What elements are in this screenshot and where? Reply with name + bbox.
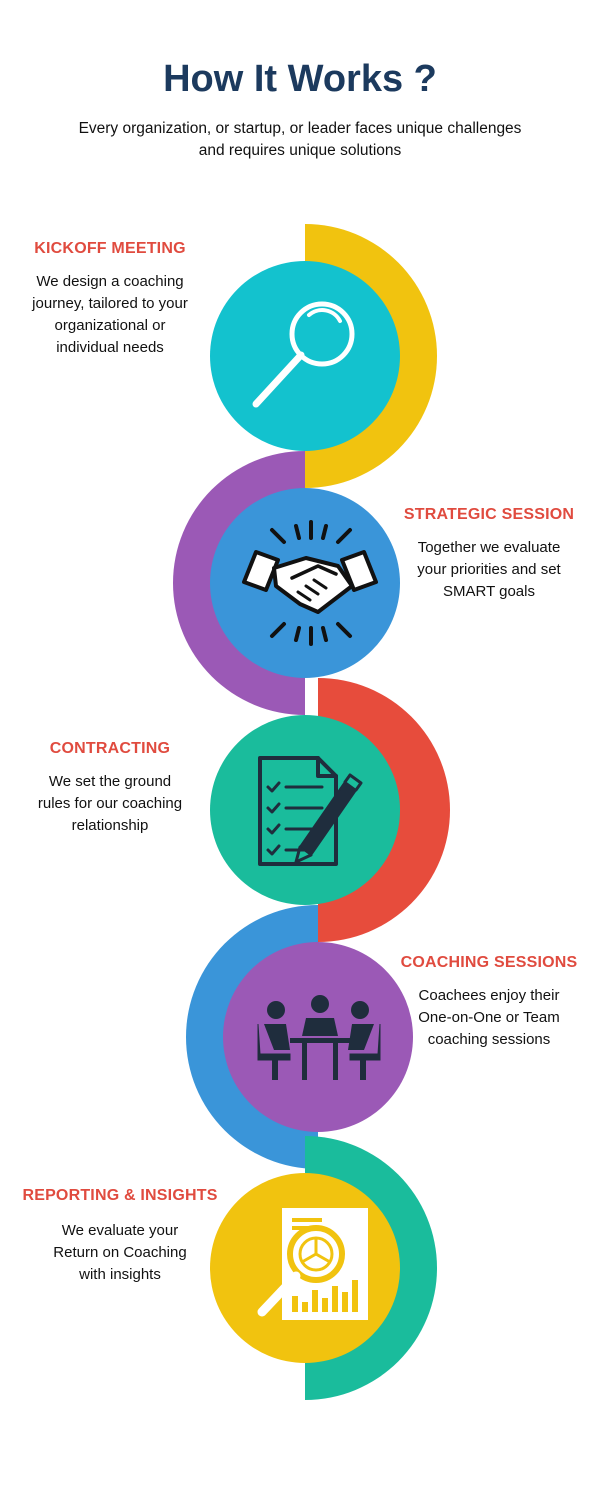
step-description: Coachees enjoy their One-on-One or Team … bbox=[389, 985, 589, 1051]
description-line: Together we evaluate bbox=[417, 539, 561, 556]
subtitle-line: and requires unique solutions bbox=[198, 142, 402, 159]
description-line: We design a coaching bbox=[36, 273, 184, 290]
description-line: journey, tailored to your bbox=[32, 295, 188, 312]
page-subtitle: Every organization, or startup, or leade… bbox=[60, 118, 540, 162]
page-title: How It Works ? bbox=[163, 58, 437, 100]
step-1-text: KICKOFF MEETING We design a coaching jou… bbox=[10, 240, 210, 359]
description-line: SMART goals bbox=[443, 583, 535, 600]
step-title: COACHING SESSIONS bbox=[400, 954, 578, 971]
step-title: KICKOFF MEETING bbox=[34, 240, 186, 257]
subtitle-line: Every organization, or startup, or leade… bbox=[78, 120, 522, 137]
description-line: We set the ground bbox=[48, 773, 172, 790]
step-title: STRATEGIC SESSION bbox=[403, 506, 575, 523]
report-icon bbox=[257, 1208, 368, 1320]
step-description: Together we evaluate your priorities and… bbox=[389, 537, 589, 603]
step-title: CONTRACTING bbox=[49, 740, 171, 757]
step-3-text: CONTRACTING We set the ground rules for … bbox=[10, 740, 210, 837]
circle-teal bbox=[210, 715, 400, 905]
step-strategic bbox=[173, 451, 400, 715]
description-line: We evaluate your bbox=[61, 1222, 179, 1239]
contract-icon bbox=[258, 756, 363, 866]
step-contracting bbox=[210, 678, 450, 942]
step-5-text: REPORTING & INSIGHTS We evaluate your Re… bbox=[10, 1187, 230, 1286]
step-4-text: COACHING SESSIONS Coachees enjoy their O… bbox=[389, 954, 589, 1051]
step-description: We evaluate your Return on Coaching with… bbox=[10, 1220, 230, 1286]
description-line: organizational or bbox=[54, 317, 166, 334]
description-line: One-on-One or Team bbox=[418, 1009, 560, 1026]
description-line: coaching sessions bbox=[427, 1031, 551, 1048]
step-description: We design a coaching journey, tailored t… bbox=[10, 271, 210, 359]
step-coaching bbox=[186, 905, 413, 1169]
step-description: We set the ground rules for our coaching… bbox=[10, 771, 210, 837]
magnifier-icon bbox=[252, 301, 355, 408]
description-line: rules for our coaching bbox=[37, 795, 183, 812]
handshake-icon bbox=[242, 520, 378, 646]
meeting-icon bbox=[257, 995, 381, 1080]
circle-purple bbox=[223, 942, 413, 1132]
description-line: relationship bbox=[71, 817, 149, 834]
step-title: REPORTING & INSIGHTS bbox=[22, 1187, 218, 1204]
description-line: with insights bbox=[79, 1266, 161, 1283]
description-line: your priorities and set bbox=[417, 561, 561, 578]
step-2-text: STRATEGIC SESSION Together we evaluate y… bbox=[389, 506, 589, 603]
description-line: individual needs bbox=[56, 339, 164, 356]
step-kickoff bbox=[210, 224, 437, 488]
step-reporting bbox=[210, 1136, 437, 1400]
description-line: Coachees enjoy their bbox=[418, 987, 560, 1004]
description-line: Return on Coaching bbox=[53, 1244, 187, 1261]
